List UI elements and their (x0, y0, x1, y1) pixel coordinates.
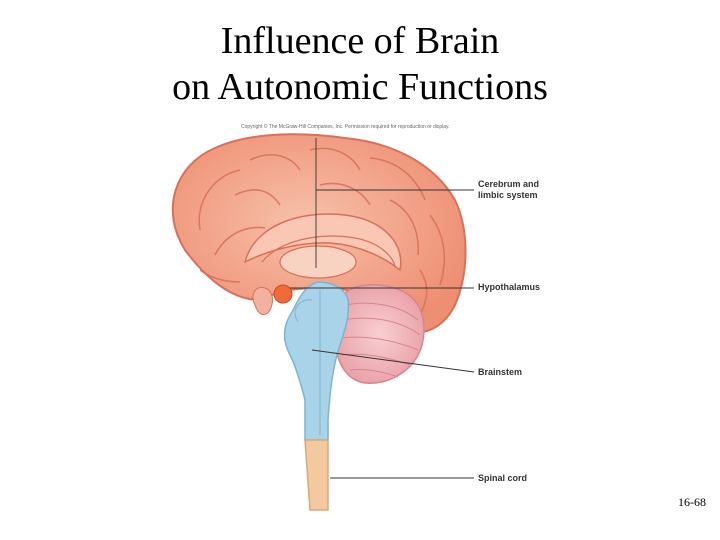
slide-title: Influence of Brain on Autonomic Function… (0, 18, 720, 110)
spinal-cord (304, 439, 329, 511)
label-cerebrum-limbic: Cerebrum and limbic system (478, 179, 539, 201)
label-brainstem: Brainstem (478, 367, 523, 377)
hypothalamus (273, 284, 293, 304)
gyri-folds (198, 147, 446, 316)
title-line-2: on Autonomic Functions (172, 66, 548, 108)
slide-number: 16-68 (678, 495, 706, 509)
copyright-notice: Copyright © The McGraw-Hill Companies, I… (241, 124, 450, 130)
limbic-system (243, 213, 402, 272)
label-cerebrum-line-2: limbic system (478, 190, 538, 200)
label-spinal-cord: Spinal cord (478, 473, 528, 483)
title-line-1: Influence of Brain (220, 20, 500, 62)
label-hypothalamus: Hypothalamus (478, 282, 541, 292)
leader-lines (290, 138, 475, 479)
thalamus (279, 245, 357, 279)
brainstem-leader (311, 349, 475, 373)
pituitary (252, 286, 273, 316)
label-cerebrum-line-1: Cerebrum and (478, 179, 540, 189)
cerebellum-folds (339, 302, 421, 378)
